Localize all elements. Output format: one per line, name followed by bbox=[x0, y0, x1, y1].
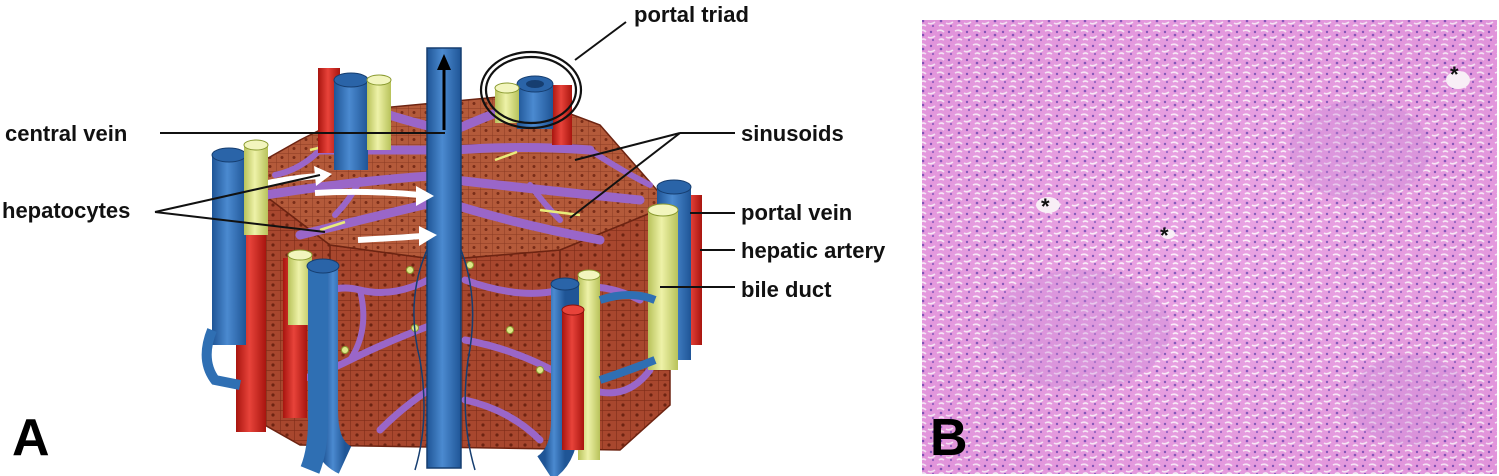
central-vein-marker-1: * bbox=[1041, 194, 1050, 219]
label-portal-vein: portal vein bbox=[741, 200, 852, 225]
liver-lobule-diagram bbox=[201, 47, 702, 476]
small-ductules bbox=[341, 261, 544, 374]
portal-triad-top-left bbox=[318, 68, 392, 170]
label-sinusoids: sinusoids bbox=[741, 121, 844, 146]
portal-triad-left bbox=[201, 139, 269, 432]
portal-triad-lower-left bbox=[283, 249, 353, 474]
label-bile-duct: bile duct bbox=[741, 277, 832, 302]
histology-micrograph: * * * bbox=[922, 20, 1497, 474]
label-hepatocytes: hepatocytes bbox=[2, 198, 130, 223]
label-central-vein: central vein bbox=[5, 121, 127, 146]
portal-triad-right bbox=[598, 179, 702, 384]
central-vein-vessel bbox=[413, 47, 476, 471]
panel-label-b: B bbox=[930, 409, 968, 467]
portal-triad-lower-right bbox=[536, 269, 601, 476]
portal-triad-highlight-ring bbox=[479, 50, 583, 130]
blood-flow-arrows bbox=[257, 166, 437, 246]
leader-lines bbox=[154, 21, 735, 288]
central-vein-marker-3: * bbox=[1450, 62, 1459, 87]
central-vein-marker-2: * bbox=[1160, 223, 1169, 248]
label-portal-triad: portal triad bbox=[634, 2, 749, 27]
label-hepatic-artery: hepatic artery bbox=[741, 238, 886, 263]
panel-label-a: A bbox=[12, 409, 50, 467]
